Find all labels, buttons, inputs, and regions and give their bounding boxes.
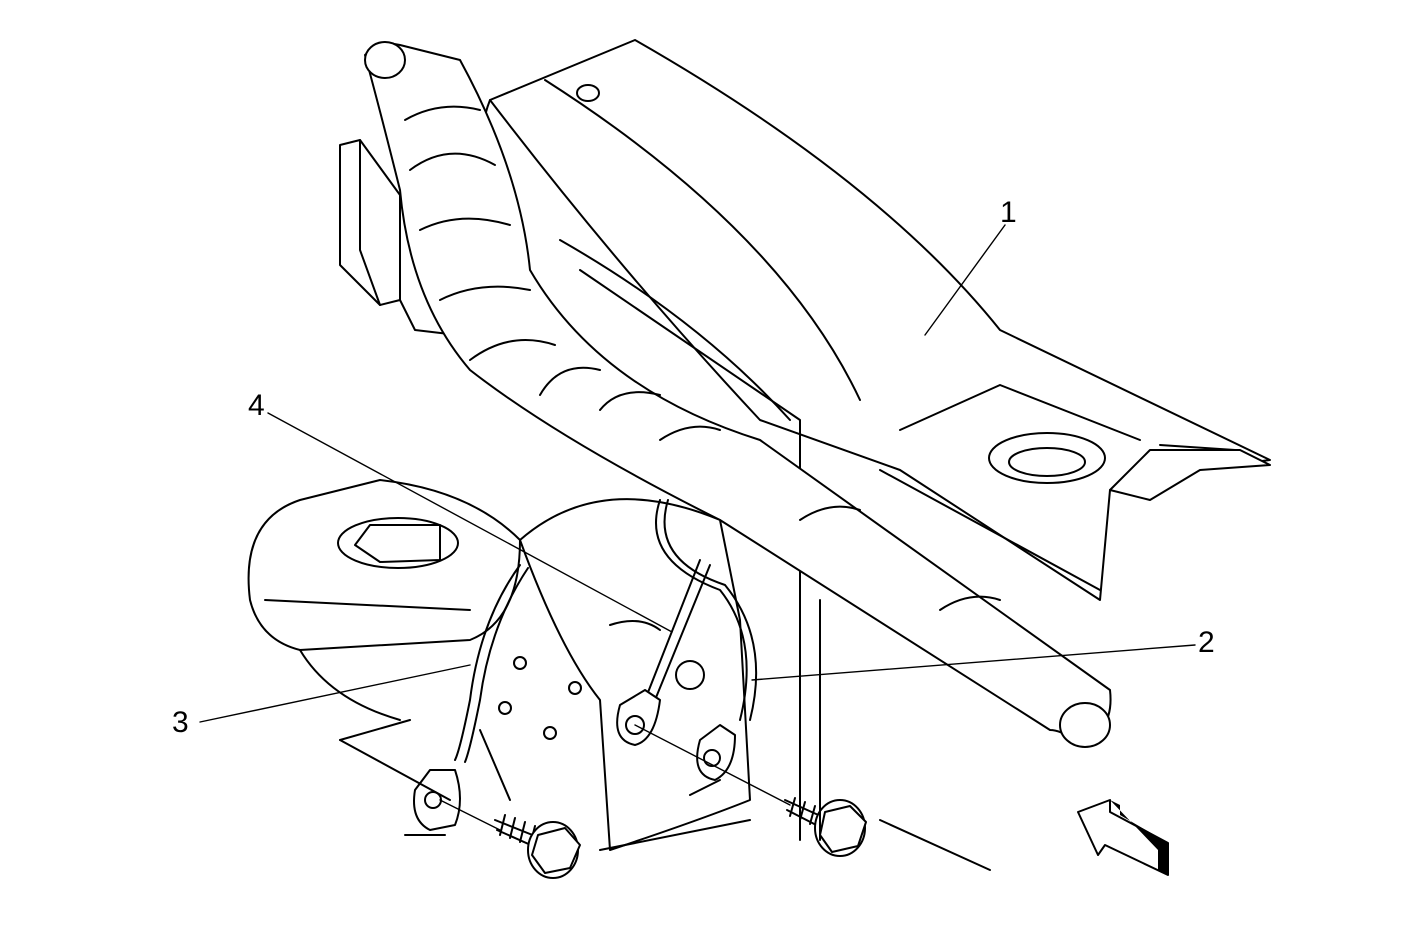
lower-structure — [339, 599, 991, 871]
callout-1: 1 — [1000, 196, 1017, 229]
callout-2-leader — [751, 644, 1196, 681]
callout-4: 4 — [248, 389, 265, 422]
lower-mount — [247, 479, 521, 721]
view-direction-arrow-icon — [1077, 799, 1169, 876]
callout-3: 3 — [172, 706, 189, 739]
bracket-plate — [498, 498, 751, 851]
exhaust-pipe — [364, 41, 1112, 748]
bolt-icon — [494, 814, 581, 879]
ground-strap-icon — [616, 499, 758, 796]
callout-3-leader — [199, 664, 471, 723]
callout-4-leader — [267, 412, 673, 633]
bolt-alignment-line — [439, 799, 501, 831]
frame-rail — [481, 39, 1271, 621]
callout-1-leader — [924, 224, 1006, 336]
bolt-alignment-line — [634, 724, 791, 806]
ground-strap-icon — [404, 564, 529, 836]
callout-2: 2 — [1198, 626, 1215, 659]
bolt-icon — [784, 797, 867, 857]
